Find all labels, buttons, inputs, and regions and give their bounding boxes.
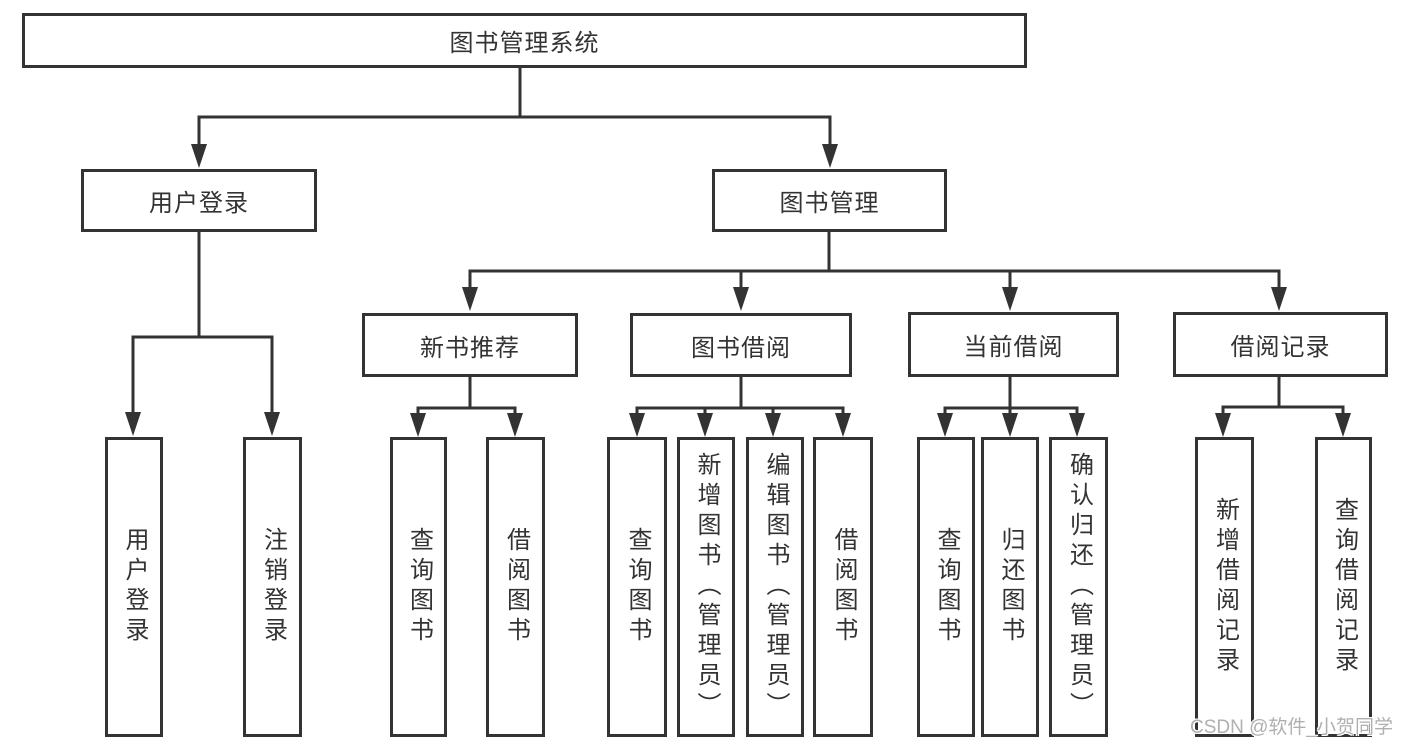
edge-book-management-to-level3 <box>462 230 1287 311</box>
node-new-book-recommendation: 新书推荐 <box>362 313 578 377</box>
node-edit-book-admin: 编辑图书（管理员） <box>746 437 804 737</box>
node-book-borrowing: 图书借阅 <box>630 313 852 377</box>
edge-new-book-recommendation-to-children <box>410 375 523 437</box>
node-logout: 注销登录 <box>243 437 302 737</box>
node-add-book-admin: 新增图书（管理员） <box>677 437 735 737</box>
node-book-management: 图书管理 <box>712 169 947 232</box>
node-borrowing-records: 借阅记录 <box>1173 312 1388 377</box>
node-query-books-current: 查询图书 <box>917 437 975 737</box>
edge-user-login-to-children <box>125 230 280 436</box>
node-query-borrow-record: 查询借阅记录 <box>1315 437 1372 737</box>
node-borrow-books-borrowing: 借阅图书 <box>813 437 873 737</box>
edge-book-borrowing-to-children <box>629 375 851 437</box>
node-user-login-leaf: 用户登录 <box>105 437 163 737</box>
edge-borrowing-records-to-children <box>1215 374 1351 437</box>
node-add-borrow-record: 新增借阅记录 <box>1195 437 1254 737</box>
node-borrow-books-recommend: 借阅图书 <box>486 437 545 737</box>
node-query-books-recommend: 查询图书 <box>390 437 447 737</box>
edge-current-borrowing-to-children <box>937 375 1085 437</box>
node-library-management-system: 图书管理系统 <box>22 13 1027 68</box>
edge-root-to-level2 <box>191 65 838 168</box>
csdn-watermark: CSDN @软件_小贺同学 <box>1190 717 1393 738</box>
node-confirm-return-admin: 确认归还（管理员） <box>1049 437 1108 737</box>
node-current-borrowing: 当前借阅 <box>908 312 1119 377</box>
node-return-book: 归还图书 <box>981 437 1039 737</box>
node-user-login: 用户登录 <box>81 169 317 232</box>
node-query-books-borrowing: 查询图书 <box>607 437 667 737</box>
